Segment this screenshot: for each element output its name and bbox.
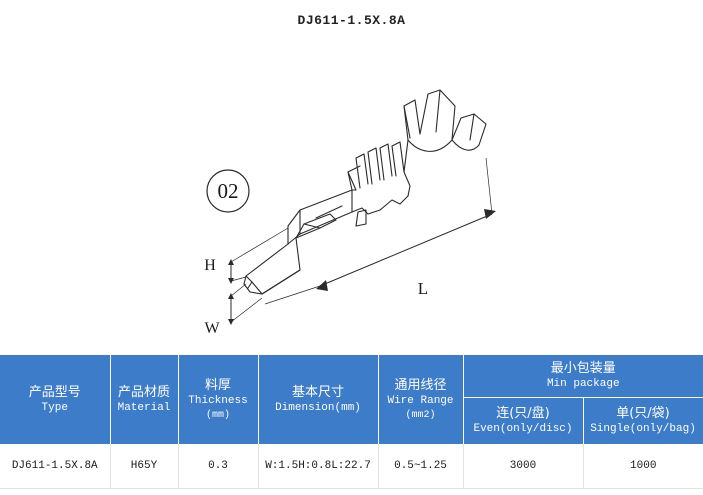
dim-l-line <box>319 213 493 287</box>
technical-drawing: 02 H W L <box>0 48 703 338</box>
column-header-material-cn: 产品材质 <box>117 384 170 400</box>
table-header: 产品型号 Type 产品材质 Material 料厚 Thickness (mm… <box>0 355 703 444</box>
dim-l-leader-left <box>264 285 321 305</box>
crimp-wing-left-rear-inner <box>403 105 411 139</box>
crimp-wing-outer-rear <box>451 113 487 146</box>
body-right-joint <box>403 171 411 197</box>
dimension-h-group <box>228 227 289 284</box>
column-header-dimension: 基本尺寸 Dimension(mm) <box>257 355 379 444</box>
body-to-barrel-lower <box>379 195 409 211</box>
blade-bottom-face <box>261 269 301 295</box>
cell-type: DJ611-1.5X.8A <box>0 444 111 489</box>
badge-circle <box>206 169 250 213</box>
column-header-material: 产品材质 Material <box>109 355 179 444</box>
column-header-package-even-cn: 连(只/盘) <box>496 406 550 421</box>
header-row-sub: 连(只/盘) Even(only/disc) 单(只/袋) Single(onl… <box>0 397 703 444</box>
specification-table: 产品型号 Type 产品材质 Material 料厚 Thickness (mm… <box>0 355 703 489</box>
grip-tab-3 <box>379 143 393 181</box>
dim-l-arrow-left <box>316 280 328 291</box>
dim-h-leader-lower <box>230 276 247 282</box>
table-body: DJ611-1.5X.8A H65Y 0.3 W:1.5H:0.8L:22.7 … <box>0 444 703 489</box>
column-header-min-package-cn: 最小包装量 <box>550 361 616 376</box>
cell-thickness: 0.3 <box>177 444 259 489</box>
header-row-main: 产品型号 Type 产品材质 Material 料厚 Thickness (mm… <box>0 355 703 444</box>
retention-barb <box>355 209 367 227</box>
column-header-package-single-cn: 单(只/袋) <box>616 406 670 421</box>
column-header-type-en: Type <box>41 401 68 414</box>
column-header-thickness-en: Thickness <box>188 394 248 407</box>
crimp-barrel-rear-curve2 <box>451 139 480 151</box>
dim-l-arrow-right <box>484 209 496 219</box>
column-header-package-even-en: Even(only/disc) <box>473 423 573 435</box>
blade-tip-notch <box>247 281 253 289</box>
column-header-min-package-en: Min package <box>546 378 620 390</box>
column-header-thickness-cn: 料厚 <box>204 377 231 393</box>
column-header-package-even: 连(只/盘) Even(only/disc) <box>462 397 584 444</box>
dimension-label-h: H <box>204 257 216 274</box>
cell-package-even: 3000 <box>462 444 584 489</box>
column-header-type-cn: 产品型号 <box>28 384 81 400</box>
crimp-barrel-rear-curve <box>407 139 453 152</box>
column-header-wire-range-unit: (mm2) <box>405 409 436 421</box>
column-header-type: 产品型号 Type <box>0 355 111 444</box>
dimension-label-l: L <box>418 279 428 298</box>
grip-base-edge <box>347 171 353 191</box>
dim-w-leader-lower <box>230 297 263 323</box>
lance-fold <box>303 223 321 229</box>
grip-tab-4 <box>391 141 405 177</box>
crimp-wing-left-rear <box>403 99 421 141</box>
lance-tab <box>295 213 337 239</box>
terminal-drawing-svg: 02 H W L <box>204 89 496 337</box>
blade-tip-rounded <box>245 275 263 295</box>
dim-h-leader-upper <box>230 227 289 263</box>
column-header-dimension-cn: 基本尺寸 <box>291 384 344 400</box>
grip-to-barrel-link <box>403 139 409 173</box>
column-header-thickness-unit: (mm) <box>205 409 230 421</box>
dimension-label-w: W <box>204 320 220 337</box>
page-title: DJ611-1.5X.8A <box>297 13 406 28</box>
column-header-package-single: 单(只/袋) Single(only/bag) <box>582 397 703 444</box>
column-header-dimension-en: Dimension(mm) <box>275 401 361 414</box>
column-header-wire-range: 通用线径 Wire Range (mm2) <box>377 355 464 444</box>
body-lower-edge-right <box>351 207 381 215</box>
body-top-left-edge <box>287 189 357 227</box>
column-header-material-en: Material <box>117 401 171 414</box>
dim-l-leader-right <box>485 157 493 215</box>
column-header-package-single-en: Single(only/bag) <box>590 423 696 435</box>
dim-w-leader-upper <box>230 283 247 297</box>
column-header-min-package: 最小包装量 Min package <box>462 355 703 398</box>
dimension-l-group <box>264 157 496 305</box>
crimp-wing-outer-rear-inner <box>469 113 475 141</box>
grip-tab-1 <box>355 153 369 189</box>
cell-wire-range: 0.5~1.25 <box>377 444 464 489</box>
badge-label: 02 <box>218 179 239 203</box>
crimp-wing-right-rear-inner <box>435 89 441 133</box>
body-score-line <box>315 205 343 219</box>
column-header-wire-range-en: Wire Range <box>387 394 454 407</box>
cell-material: H65Y <box>109 444 179 489</box>
column-header-thickness: 料厚 Thickness (mm) <box>177 355 259 444</box>
blade-lower-edge <box>243 237 301 295</box>
terminal-body-outline <box>243 89 487 295</box>
cell-dimension: W:1.5H:0.8L:22.7 <box>257 444 379 489</box>
grip-tab-2 <box>367 147 381 185</box>
dimension-w-group <box>228 283 263 325</box>
cell-package-single: 1000 <box>582 444 703 489</box>
item-number-badge: 02 <box>206 169 250 213</box>
table-row: DJ611-1.5X.8A H65Y 0.3 W:1.5H:0.8L:22.7 … <box>0 444 703 489</box>
column-header-wire-range-cn: 通用线径 <box>394 377 447 393</box>
